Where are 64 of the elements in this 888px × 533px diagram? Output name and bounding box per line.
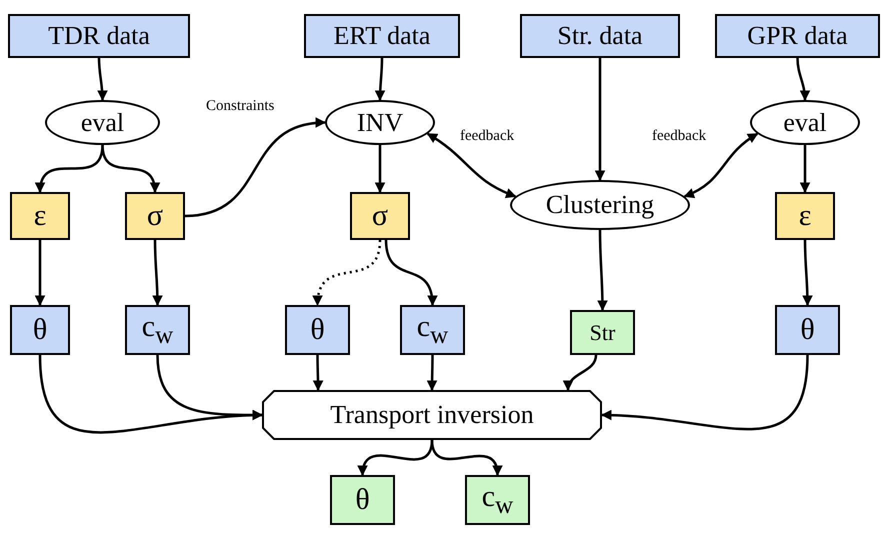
arrow bbox=[101, 144, 160, 194]
variable-box bbox=[10, 192, 70, 240]
node-label: TDR data bbox=[48, 21, 150, 51]
node-label: Clustering bbox=[546, 190, 654, 220]
arrow bbox=[796, 58, 810, 102]
data-box bbox=[520, 14, 680, 58]
node-label: Transport inversion bbox=[330, 400, 534, 430]
arrow bbox=[384, 240, 437, 306]
arrow bbox=[684, 132, 758, 198]
arrow bbox=[426, 355, 438, 392]
variable-box bbox=[125, 305, 190, 355]
arrow bbox=[152, 240, 163, 306]
arrow bbox=[426, 132, 516, 198]
data-box bbox=[304, 14, 460, 58]
variable-box bbox=[350, 192, 410, 240]
node-label: θ bbox=[310, 313, 325, 347]
node-label: c$_{w}$ bbox=[482, 480, 514, 520]
node-label: θ bbox=[800, 313, 815, 347]
variable-box bbox=[10, 305, 70, 355]
arrow bbox=[430, 440, 502, 476]
node-label: ERT data bbox=[334, 21, 430, 51]
node-label: σ bbox=[372, 199, 388, 233]
arrow bbox=[313, 240, 382, 306]
arrow bbox=[156, 354, 264, 420]
variable-box bbox=[125, 192, 185, 240]
node-label: c$_{w}$ bbox=[416, 310, 448, 350]
node-label: GPR data bbox=[747, 21, 848, 51]
variable-box bbox=[400, 305, 465, 355]
arrow bbox=[594, 58, 606, 182]
node-label: eval bbox=[80, 108, 124, 138]
node-label: θ bbox=[355, 483, 370, 517]
variable-box bbox=[775, 305, 840, 355]
arrow bbox=[800, 145, 810, 194]
node-label: σ bbox=[146, 199, 164, 233]
arrow bbox=[600, 354, 809, 430]
variable-box bbox=[570, 310, 635, 355]
arrow bbox=[38, 354, 264, 434]
arrow bbox=[597, 230, 608, 312]
arrow bbox=[358, 440, 434, 476]
arrow bbox=[34, 240, 46, 306]
arrow bbox=[184, 118, 326, 218]
arrow bbox=[802, 240, 813, 306]
node-label: ε bbox=[34, 199, 46, 233]
node-label: Str. data bbox=[557, 21, 643, 51]
arrow bbox=[97, 58, 108, 102]
process-ellipse bbox=[750, 100, 860, 145]
arrow bbox=[374, 145, 386, 194]
variable-box bbox=[465, 475, 530, 525]
data-box bbox=[8, 14, 190, 58]
arrow bbox=[564, 354, 598, 392]
arrow bbox=[36, 144, 104, 194]
node-label: Str bbox=[590, 320, 616, 346]
process-ellipse bbox=[325, 100, 435, 145]
arrow bbox=[312, 355, 324, 392]
node-label: ε bbox=[798, 199, 812, 233]
data-box bbox=[715, 14, 880, 58]
node-label: INV bbox=[356, 108, 404, 138]
variable-box bbox=[330, 475, 395, 525]
variable-box bbox=[775, 192, 835, 240]
node-label: c$_{w}$ bbox=[142, 310, 174, 350]
variable-box bbox=[285, 305, 350, 355]
node-label: eval bbox=[783, 108, 827, 138]
node-label: θ bbox=[32, 313, 48, 347]
arrow bbox=[374, 58, 386, 102]
